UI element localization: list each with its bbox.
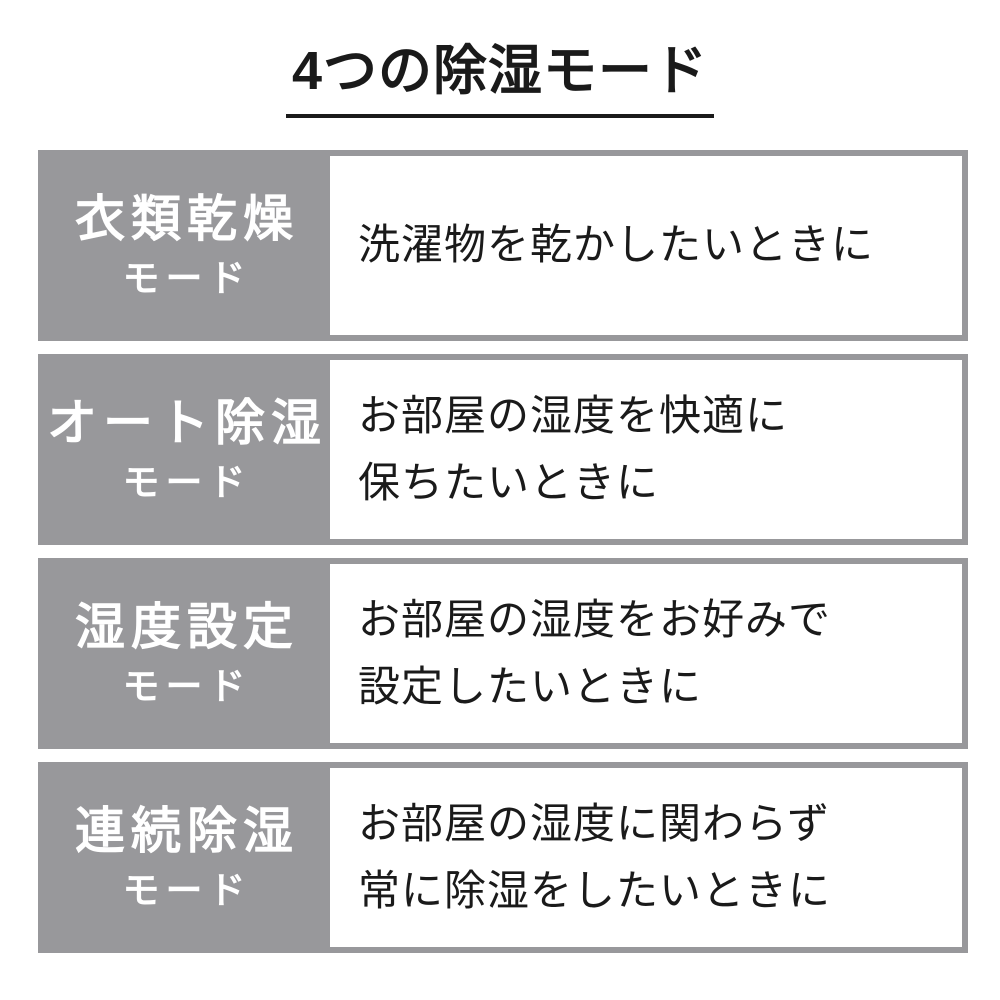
mode-table: 衣類乾燥 モード 洗濯物を乾かしたいときに オート除湿 モード お部屋の湿度を快… xyxy=(38,150,968,953)
mode-suffix: モード xyxy=(122,665,252,707)
mode-label: 連続除湿 モード xyxy=(38,762,330,953)
mode-name: 衣類乾燥 xyxy=(75,190,299,247)
mode-label: 衣類乾燥 モード xyxy=(38,150,330,341)
mode-suffix: モード xyxy=(122,461,252,503)
mode-row-humidity-setting: 湿度設定 モード お部屋の湿度をお好みで 設定したいときに xyxy=(38,558,968,749)
mode-label: 湿度設定 モード xyxy=(38,558,330,749)
mode-description: お部屋の湿度をお好みで 設定したいときに xyxy=(330,564,962,743)
description-line: 洗濯物を乾かしたいときに xyxy=(358,221,875,269)
description-line: 保ちたいときに xyxy=(358,458,660,506)
mode-description: 洗濯物を乾かしたいときに xyxy=(330,156,962,335)
mode-description: お部屋の湿度を快適に 保ちたいときに xyxy=(330,360,962,539)
description-line: お部屋の湿度をお好みで xyxy=(358,596,832,644)
title-container: 4つの除湿モード xyxy=(0,0,1000,118)
mode-description: お部屋の湿度に関わらず 常に除湿をしたいときに xyxy=(330,768,962,947)
description-line: 設定したいときに xyxy=(358,662,703,710)
page-title: 4つの除湿モード xyxy=(285,38,715,118)
mode-suffix: モード xyxy=(122,257,252,299)
mode-row-continuous-dehumidify: 連続除湿 モード お部屋の湿度に関わらず 常に除湿をしたいときに xyxy=(38,762,968,953)
mode-row-auto-dehumidify: オート除湿 モード お部屋の湿度を快適に 保ちたいときに xyxy=(38,354,968,545)
mode-row-clothes-drying: 衣類乾燥 モード 洗濯物を乾かしたいときに xyxy=(38,150,968,341)
mode-name: 連続除湿 xyxy=(75,802,299,859)
description-line: 常に除湿をしたいときに xyxy=(358,866,832,914)
mode-suffix: モード xyxy=(122,869,252,911)
description-line: お部屋の湿度に関わらず xyxy=(358,800,831,848)
mode-label: オート除湿 モード xyxy=(38,354,330,545)
description-line: お部屋の湿度を快適に xyxy=(358,392,789,440)
mode-name: 湿度設定 xyxy=(75,598,299,655)
mode-name: オート除湿 xyxy=(47,394,327,451)
